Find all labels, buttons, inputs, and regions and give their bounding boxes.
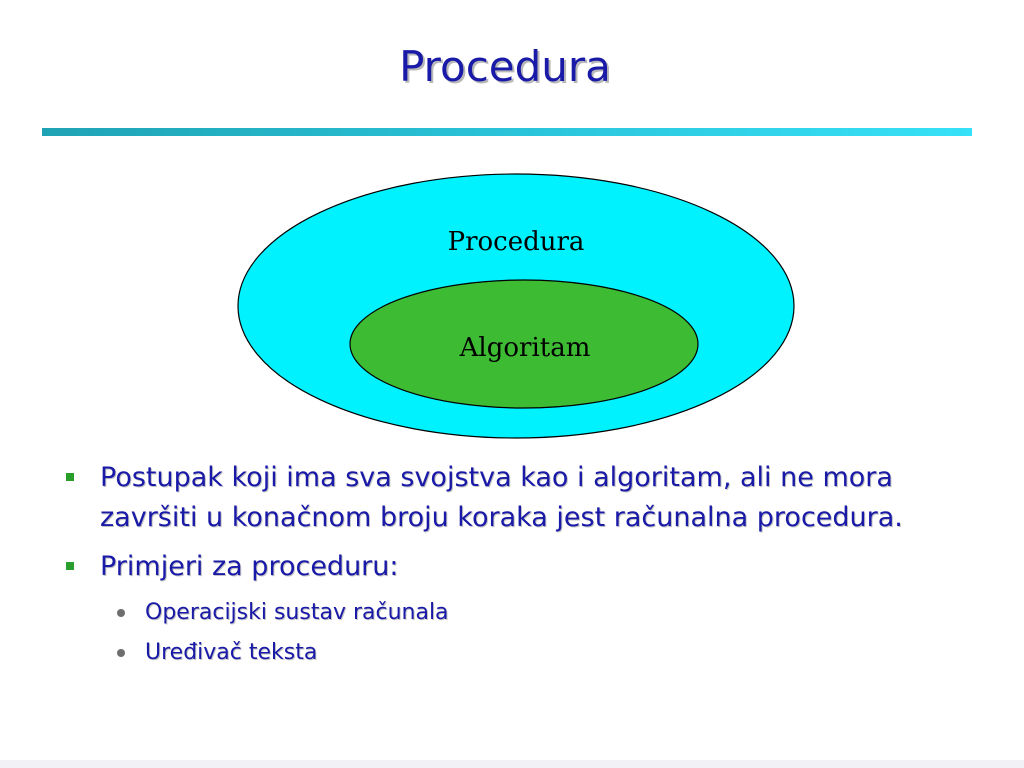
inner-ellipse-algorithm <box>349 279 699 409</box>
bullet-list: Postupak koji ima sva svojstva kao i alg… <box>62 458 997 667</box>
footer-strip <box>0 760 1024 768</box>
sub-bullet-item: Uređivač teksta <box>62 639 997 667</box>
title-underline <box>42 128 972 136</box>
bullet-text: Postupak koji ima sva svojstva kao i alg… <box>100 462 903 533</box>
procedure-algorithm-diagram: Procedura Algoritam <box>237 173 795 439</box>
round-bullet-icon <box>117 609 125 617</box>
outer-ellipse-label: Procedura <box>448 227 585 257</box>
bullet-item: Primjeri za proceduru: <box>62 547 997 587</box>
slide-title: Procedura <box>399 42 611 91</box>
sub-bullet-text: Operacijski sustav računala <box>145 600 449 625</box>
bullet-text: Primjeri za proceduru: <box>100 551 399 582</box>
square-bullet-icon <box>66 562 74 570</box>
bullet-item: Postupak koji ima sva svojstva kao i alg… <box>62 458 997 538</box>
round-bullet-icon <box>117 649 125 657</box>
sub-bullet-text: Uređivač teksta <box>145 640 318 665</box>
sub-bullet-item: Operacijski sustav računala <box>62 599 997 627</box>
inner-ellipse-label: Algoritam <box>459 333 591 363</box>
square-bullet-icon <box>66 473 74 481</box>
